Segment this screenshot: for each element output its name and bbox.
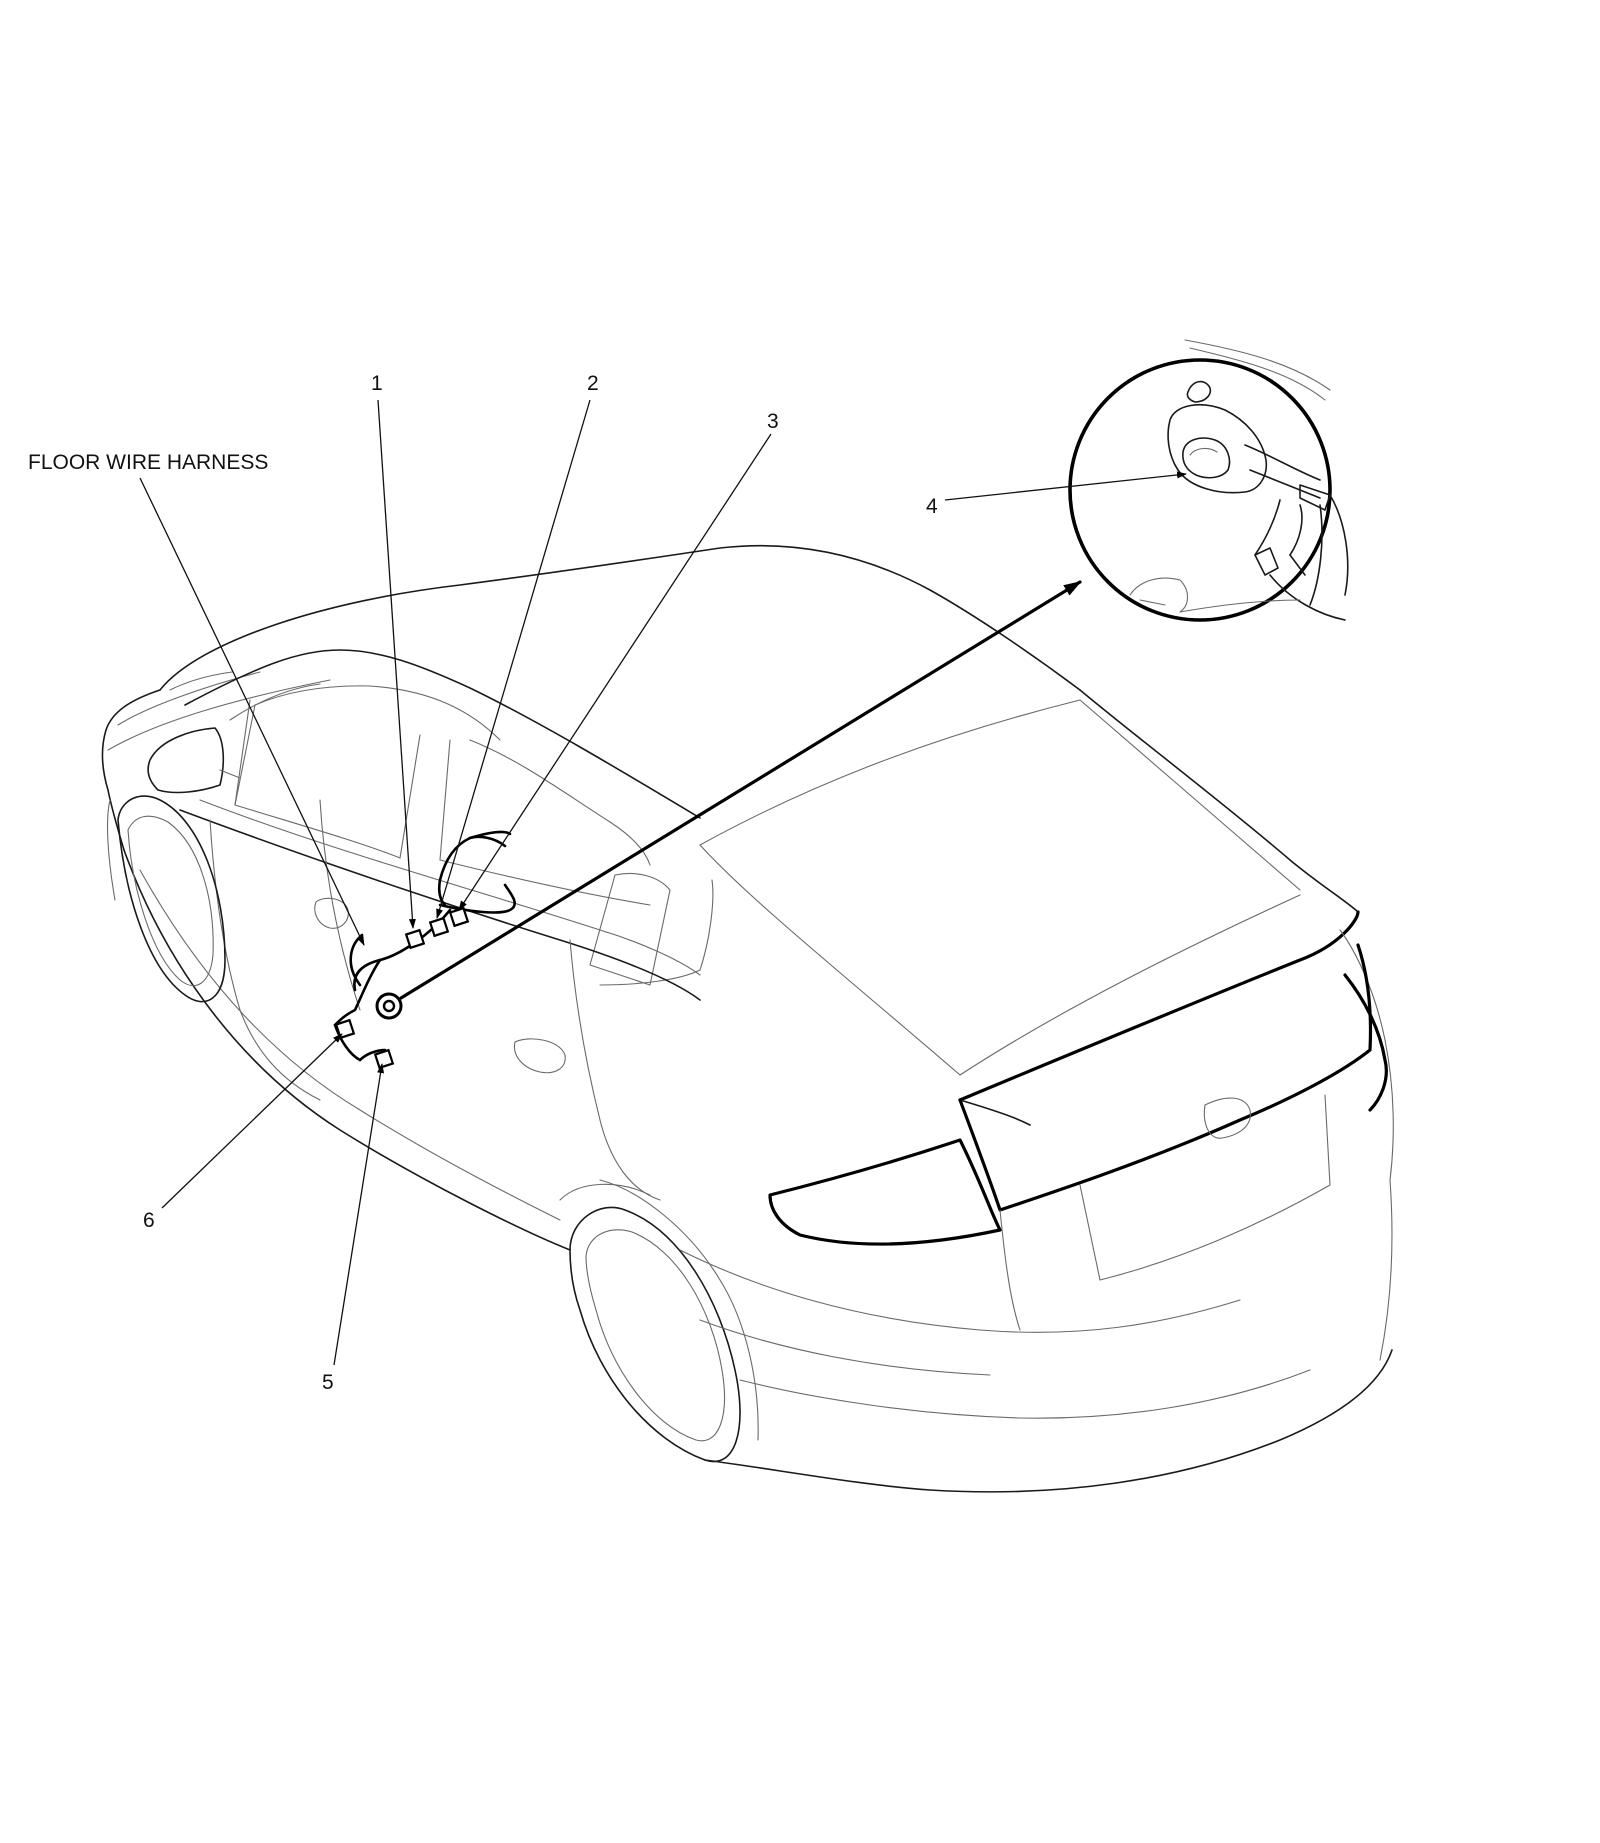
callout-5-label: 5: [322, 1371, 334, 1394]
floor-wire-harness-label: FLOOR WIRE HARNESS: [28, 451, 269, 474]
connector-3: [448, 906, 470, 928]
leader-3: [458, 433, 772, 911]
connector-1: [404, 928, 426, 950]
vehicle-outline: [101, 544, 1394, 1493]
callout-3-label: 3: [767, 410, 779, 433]
leader-lines: [139, 399, 1187, 1366]
leader-5: [333, 1063, 385, 1366]
connectors: [334, 906, 470, 1070]
leader-floor-wire-harness: [139, 477, 365, 946]
leader-2: [436, 399, 591, 919]
callout-1-label: 1: [371, 372, 383, 395]
ground-detail-inset: [1068, 339, 1349, 622]
connector-2: [428, 916, 450, 938]
connector-5: [373, 1048, 395, 1070]
rear-wheel: [559, 1179, 759, 1463]
leader-4: [944, 471, 1187, 501]
leader-6: [161, 1033, 343, 1209]
callout-4-label: 4: [926, 495, 938, 518]
detail-arrow: [399, 580, 1082, 1000]
front-wheel: [106, 795, 226, 1003]
callout-2-label: 2: [587, 372, 599, 395]
leader-1: [377, 399, 416, 929]
ground-terminal: [375, 992, 403, 1020]
callout-6-label: 6: [143, 1209, 155, 1232]
connector-6: [334, 1018, 356, 1040]
